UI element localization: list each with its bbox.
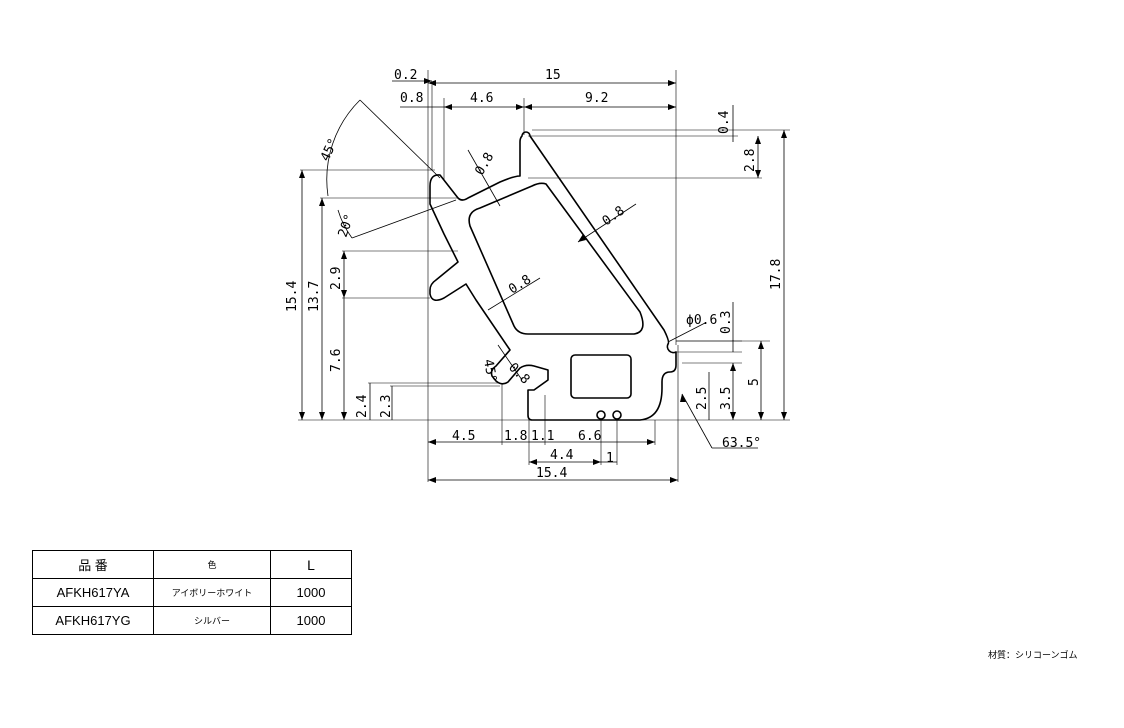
header-color: 色 bbox=[153, 550, 271, 579]
dim-left-2-3: 2.3 bbox=[379, 395, 394, 418]
dim-right-2-5: 2.5 bbox=[695, 387, 710, 410]
dim-bottom-r-0-8: 0.8 bbox=[505, 360, 532, 387]
dim-bottom-4-5: 4.5 bbox=[452, 429, 475, 444]
extension-lines bbox=[298, 70, 790, 482]
dim-phi-0-6: ϕ0.6 bbox=[686, 313, 717, 328]
header-part-no: 品 番 bbox=[32, 550, 154, 579]
cell-color: シルバー bbox=[153, 606, 271, 635]
material-note: 材質：シリコーンゴム bbox=[988, 650, 1078, 660]
dim-left-15-4: 15.4 bbox=[285, 281, 300, 312]
arrowheads bbox=[299, 78, 787, 483]
dim-angle-63-5: 63.5° bbox=[722, 436, 761, 451]
dim-angle-20: 20° bbox=[336, 212, 358, 239]
dim-angle-45-top: 45° bbox=[318, 136, 342, 164]
cell-length: 1000 bbox=[270, 606, 352, 635]
dim-bottom-15-4: 15.4 bbox=[536, 466, 567, 481]
dim-left-7-6: 7.6 bbox=[329, 349, 344, 372]
cell-color: アイボリーホワイト bbox=[153, 578, 271, 607]
spec-table: 品 番 色 L AFKH617YA アイボリーホワイト 1000 AFKH617… bbox=[32, 550, 352, 635]
dim-left-2-4: 2.4 bbox=[355, 394, 370, 418]
table-row: AFKH617YA アイボリーホワイト 1000 bbox=[32, 578, 352, 607]
dim-bottom-6-6: 6.6 bbox=[578, 429, 601, 444]
dimension-lines bbox=[301, 80, 785, 481]
dim-wall-0-8-a: 0.8 bbox=[472, 150, 497, 178]
dim-left-13-7: 13.7 bbox=[307, 281, 322, 312]
dim-top-0-8: 0.8 bbox=[400, 91, 423, 106]
bottom-hole-left bbox=[596, 410, 606, 420]
dim-wall-0-8-c: 0.8 bbox=[506, 272, 534, 297]
profile-outline bbox=[429, 131, 677, 421]
cell-length: 1000 bbox=[270, 578, 352, 607]
profile-inner-hollow bbox=[468, 182, 644, 335]
dim-bottom-1-1: 1.1 bbox=[531, 429, 554, 444]
dim-right-0-3: 0.3 bbox=[719, 311, 734, 334]
table-header-row: 品 番 色 L bbox=[32, 550, 352, 579]
dim-bottom-1-8: 1.8 bbox=[504, 429, 527, 444]
dim-angle-45-bottom: 45° bbox=[480, 358, 499, 384]
dim-top-4-6: 4.6 bbox=[470, 91, 493, 106]
dim-right-5: 5 bbox=[747, 378, 762, 386]
dim-right-2-8: 2.8 bbox=[743, 149, 758, 172]
profile-outer-contour bbox=[429, 131, 677, 421]
header-length: L bbox=[270, 550, 352, 579]
dim-top-15: 15 bbox=[545, 68, 561, 83]
dim-bottom-4-4: 4.4 bbox=[550, 448, 574, 463]
bottom-hole-right bbox=[612, 410, 622, 420]
dim-right-17-8: 17.8 bbox=[769, 259, 784, 290]
dim-right-0-4: 0.4 bbox=[717, 110, 732, 134]
profile-bottom-hollow bbox=[570, 354, 632, 399]
dim-right-3-5: 3.5 bbox=[719, 387, 734, 410]
dim-bottom-1: 1 bbox=[606, 451, 614, 466]
dim-left-2-9: 2.9 bbox=[329, 267, 344, 290]
cell-part-no: AFKH617YA bbox=[32, 578, 154, 607]
cell-part-no: AFKH617YG bbox=[32, 606, 154, 635]
table-row: AFKH617YG シルバー 1000 bbox=[32, 606, 352, 635]
dim-top-0-2: 0.2 bbox=[394, 68, 417, 83]
dim-top-9-2: 9.2 bbox=[585, 91, 608, 106]
